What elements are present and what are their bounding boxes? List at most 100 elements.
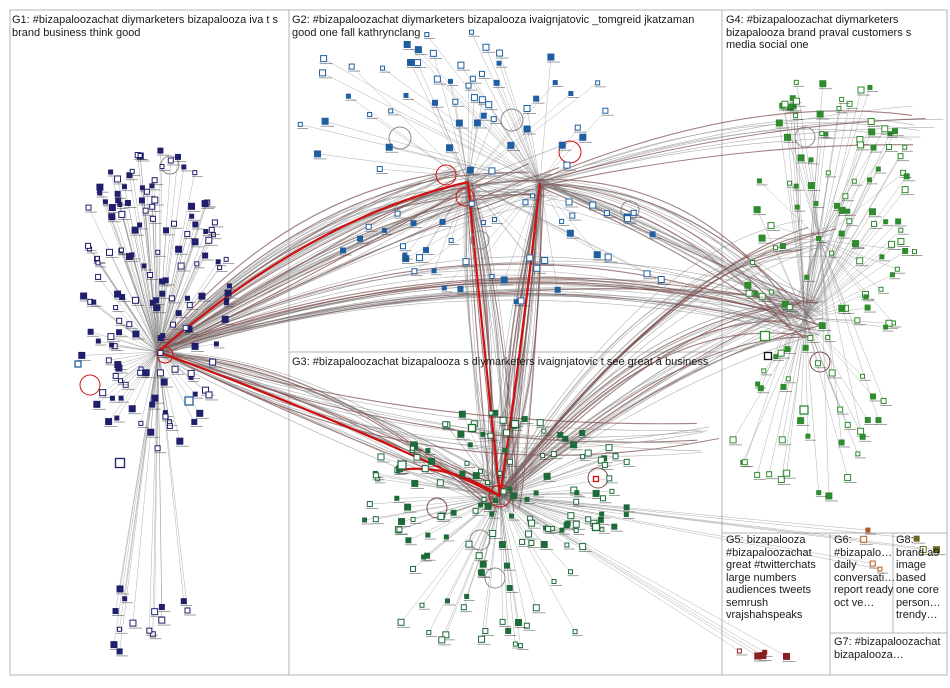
node[interactable] — [897, 227, 909, 235]
node[interactable] — [569, 441, 583, 451]
node[interactable] — [399, 243, 412, 252]
node[interactable] — [191, 170, 203, 178]
node[interactable] — [472, 472, 486, 482]
node[interactable] — [431, 99, 444, 108]
node[interactable] — [145, 627, 158, 636]
node[interactable] — [186, 302, 199, 310]
node[interactable] — [812, 200, 824, 208]
node[interactable] — [114, 197, 127, 206]
node[interactable] — [116, 585, 130, 595]
node[interactable] — [478, 70, 491, 79]
node[interactable] — [201, 252, 214, 261]
node[interactable] — [460, 604, 473, 613]
node[interactable] — [544, 525, 557, 534]
node[interactable] — [175, 437, 189, 447]
node[interactable] — [131, 330, 145, 340]
node[interactable] — [85, 204, 98, 213]
node[interactable] — [468, 200, 481, 209]
node[interactable] — [488, 511, 500, 519]
node[interactable] — [778, 436, 792, 446]
node-large[interactable] — [510, 419, 520, 429]
node[interactable] — [481, 43, 495, 53]
node[interactable] — [523, 622, 536, 631]
node[interactable] — [297, 121, 309, 129]
node[interactable] — [504, 627, 517, 636]
node[interactable] — [402, 92, 414, 100]
node[interactable] — [424, 532, 436, 540]
node[interactable] — [492, 498, 504, 506]
node[interactable] — [107, 169, 119, 177]
node[interactable] — [503, 562, 516, 571]
node[interactable] — [216, 265, 228, 272]
node[interactable] — [794, 204, 806, 212]
node[interactable] — [919, 546, 933, 555]
node[interactable] — [540, 428, 552, 436]
node[interactable] — [785, 376, 797, 384]
node[interactable] — [835, 105, 847, 113]
node[interactable] — [180, 598, 193, 607]
node[interactable] — [782, 469, 796, 479]
node[interactable] — [522, 104, 536, 114]
node[interactable] — [187, 202, 201, 212]
node[interactable] — [116, 648, 129, 657]
node[interactable] — [864, 304, 877, 313]
node[interactable] — [413, 59, 427, 68]
node[interactable] — [109, 395, 121, 403]
node[interactable] — [889, 272, 901, 280]
node[interactable] — [397, 618, 411, 628]
node[interactable] — [451, 98, 464, 107]
node[interactable] — [868, 208, 882, 218]
node[interactable] — [729, 436, 743, 446]
node-large[interactable] — [184, 396, 194, 406]
node[interactable] — [190, 418, 203, 427]
node[interactable] — [603, 210, 616, 219]
node[interactable] — [605, 444, 619, 454]
node[interactable] — [156, 147, 169, 156]
node[interactable] — [828, 369, 842, 379]
node[interactable] — [501, 447, 513, 455]
node[interactable] — [151, 177, 164, 186]
node[interactable] — [424, 448, 436, 455]
node[interactable] — [854, 451, 866, 459]
node[interactable] — [128, 619, 142, 629]
node[interactable] — [372, 472, 385, 481]
node[interactable] — [814, 360, 827, 369]
node[interactable] — [469, 75, 482, 84]
node[interactable] — [521, 416, 534, 424]
node[interactable] — [894, 218, 907, 227]
node[interactable] — [792, 113, 804, 120]
node[interactable] — [843, 474, 857, 483]
node[interactable] — [477, 635, 491, 645]
node[interactable] — [124, 199, 137, 208]
node[interactable] — [578, 429, 591, 438]
node[interactable] — [319, 55, 333, 65]
node[interactable] — [815, 490, 827, 498]
node[interactable] — [87, 328, 100, 337]
node[interactable] — [565, 198, 579, 208]
node[interactable] — [836, 406, 849, 415]
node[interactable] — [202, 228, 214, 236]
node[interactable] — [221, 315, 235, 325]
node[interactable] — [543, 472, 557, 482]
node[interactable] — [215, 259, 227, 267]
node[interactable] — [131, 296, 145, 306]
node[interactable] — [825, 170, 837, 178]
node[interactable] — [563, 542, 575, 550]
node[interactable] — [156, 349, 169, 358]
node[interactable] — [385, 143, 399, 153]
node[interactable] — [513, 299, 525, 307]
node[interactable] — [96, 190, 108, 198]
node[interactable] — [765, 471, 778, 480]
node[interactable] — [878, 254, 890, 262]
node[interactable] — [496, 60, 508, 68]
node[interactable] — [550, 579, 562, 586]
node[interactable] — [431, 268, 443, 276]
node[interactable] — [524, 496, 536, 504]
node[interactable] — [803, 274, 815, 282]
node[interactable] — [149, 631, 162, 640]
node[interactable] — [168, 295, 181, 304]
node[interactable] — [94, 273, 107, 282]
node-large[interactable] — [592, 475, 600, 483]
node[interactable] — [859, 433, 872, 442]
node[interactable] — [84, 242, 97, 251]
